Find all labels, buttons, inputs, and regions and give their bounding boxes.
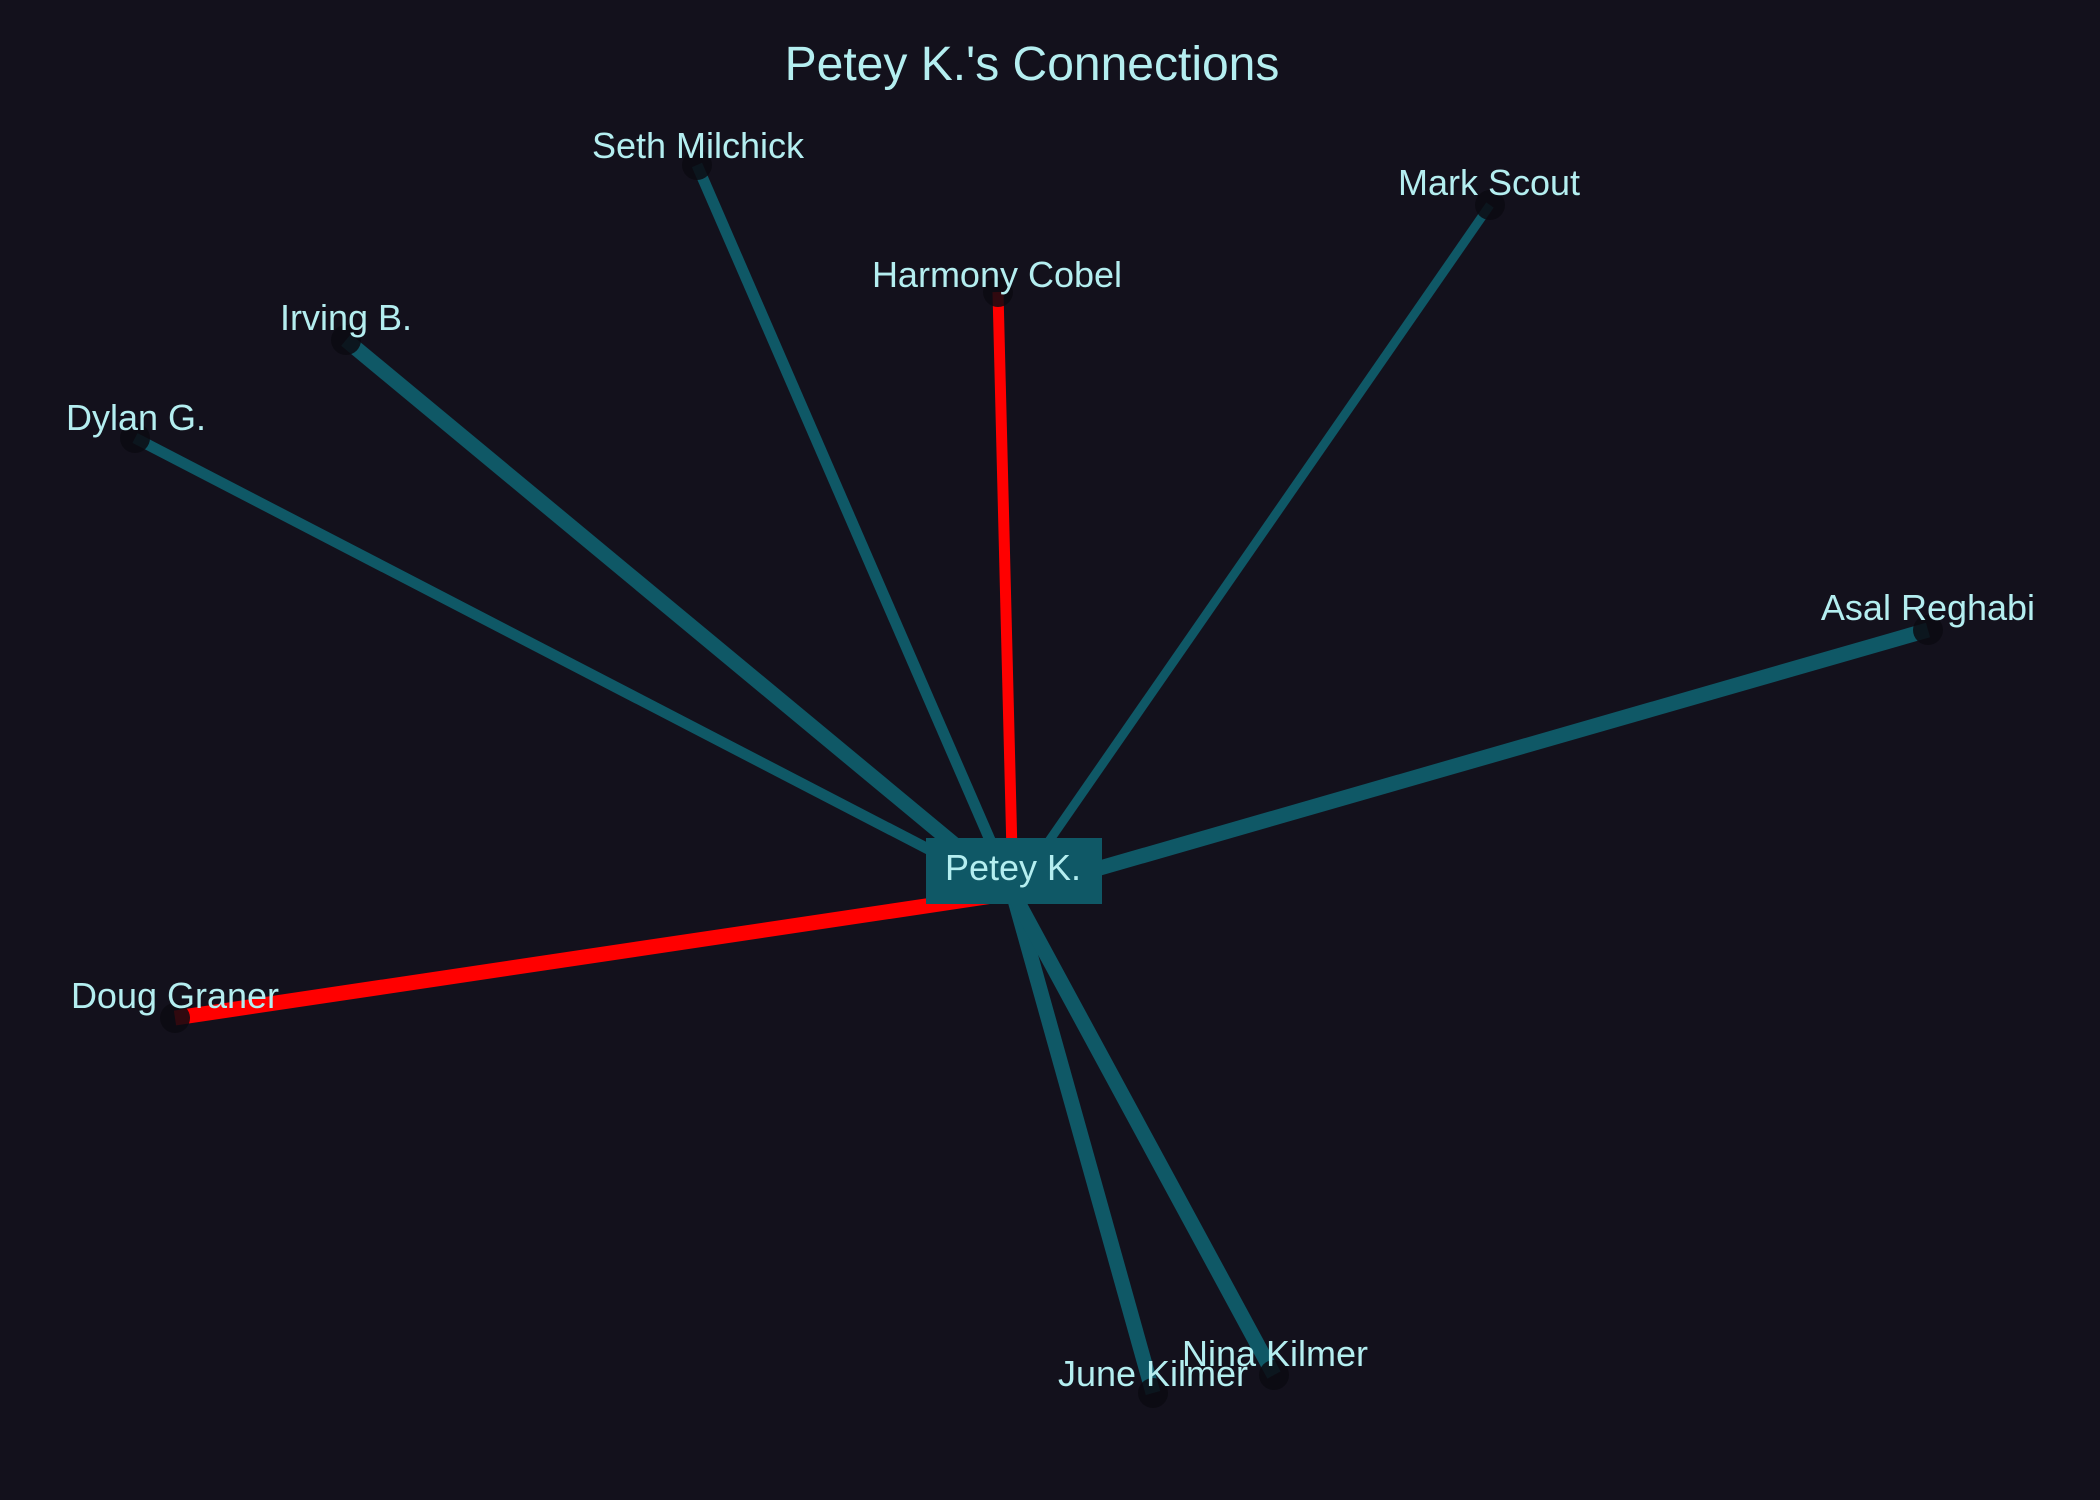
node-nina-kilmer[interactable] <box>1259 1360 1289 1390</box>
node-irving-b[interactable] <box>331 325 361 355</box>
node-label-nina-kilmer: Nina Kilmer <box>1182 1333 1368 1374</box>
node-label-irving-b: Irving B. <box>280 297 412 338</box>
edge-seth-milchick <box>691 162 1019 896</box>
node-dylan-g[interactable] <box>120 423 150 453</box>
edge-asal-reghabi <box>1010 622 1931 901</box>
edge-dylan-g <box>132 433 1016 898</box>
edge-harmony-cobel <box>992 291 1019 894</box>
node-asal-reghabi[interactable] <box>1913 615 1943 645</box>
node-mark-scout[interactable] <box>1475 190 1505 220</box>
edge-nina-kilmer <box>1006 889 1281 1379</box>
center-node[interactable]: Petey K. <box>926 838 1102 904</box>
node-seth-milchick[interactable] <box>682 150 712 180</box>
edge-doug-graner <box>173 885 1015 1026</box>
diagram-title: Petey K.'s Connections <box>785 38 1280 91</box>
center-node-label: Petey K. <box>945 847 1081 888</box>
node-harmony-cobel[interactable] <box>983 277 1013 307</box>
node-label-asal-reghabi: Asal Reghabi <box>1821 587 2035 628</box>
edge-june-kilmer <box>1005 890 1161 1396</box>
edge-irving-b <box>341 334 1018 899</box>
node-label-mark-scout: Mark Scout <box>1398 162 1580 203</box>
node-label-harmony-cobel: Harmony Cobel <box>872 254 1122 295</box>
node-label-doug-graner: Doug Graner <box>71 975 279 1016</box>
node-doug-graner[interactable] <box>160 1003 190 1033</box>
edges-layer <box>132 162 1931 1396</box>
center-node-box <box>926 838 1102 904</box>
node-label-seth-milchick: Seth Milchick <box>592 125 805 166</box>
edge-mark-scout <box>1009 202 1494 896</box>
node-label-june-kilmer: June Kilmer <box>1058 1353 1248 1394</box>
node-june-kilmer[interactable] <box>1138 1378 1168 1408</box>
node-label-dylan-g: Dylan G. <box>66 397 206 438</box>
